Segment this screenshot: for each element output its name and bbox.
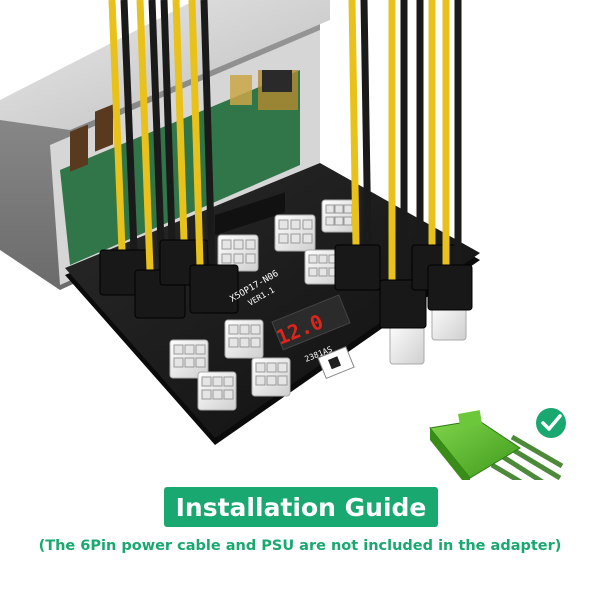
cables-right <box>334 0 473 329</box>
green-6pin-connector <box>429 410 564 480</box>
cable-right-4 <box>427 0 473 311</box>
cable-left-4 <box>188 0 239 314</box>
check-circle-icon <box>536 408 566 438</box>
cable-right-1 <box>334 0 381 291</box>
cable-right-2 <box>379 0 427 329</box>
pin-header <box>215 192 285 236</box>
led-display <box>271 294 351 351</box>
product-illustration: X5OP17-N06 VER1.1 12.0 2381AS N <box>0 0 566 480</box>
installation-guide-title: Installation Guide <box>175 492 427 522</box>
on-mark: N <box>362 358 371 371</box>
cable-left-1 <box>99 0 149 296</box>
installation-guide-banner: Installation Guide <box>164 487 438 527</box>
disclaimer-note: (The 6Pin power cable and PSU are not in… <box>38 538 562 554</box>
cables-left <box>99 0 239 319</box>
pcie-sockets <box>169 199 467 411</box>
